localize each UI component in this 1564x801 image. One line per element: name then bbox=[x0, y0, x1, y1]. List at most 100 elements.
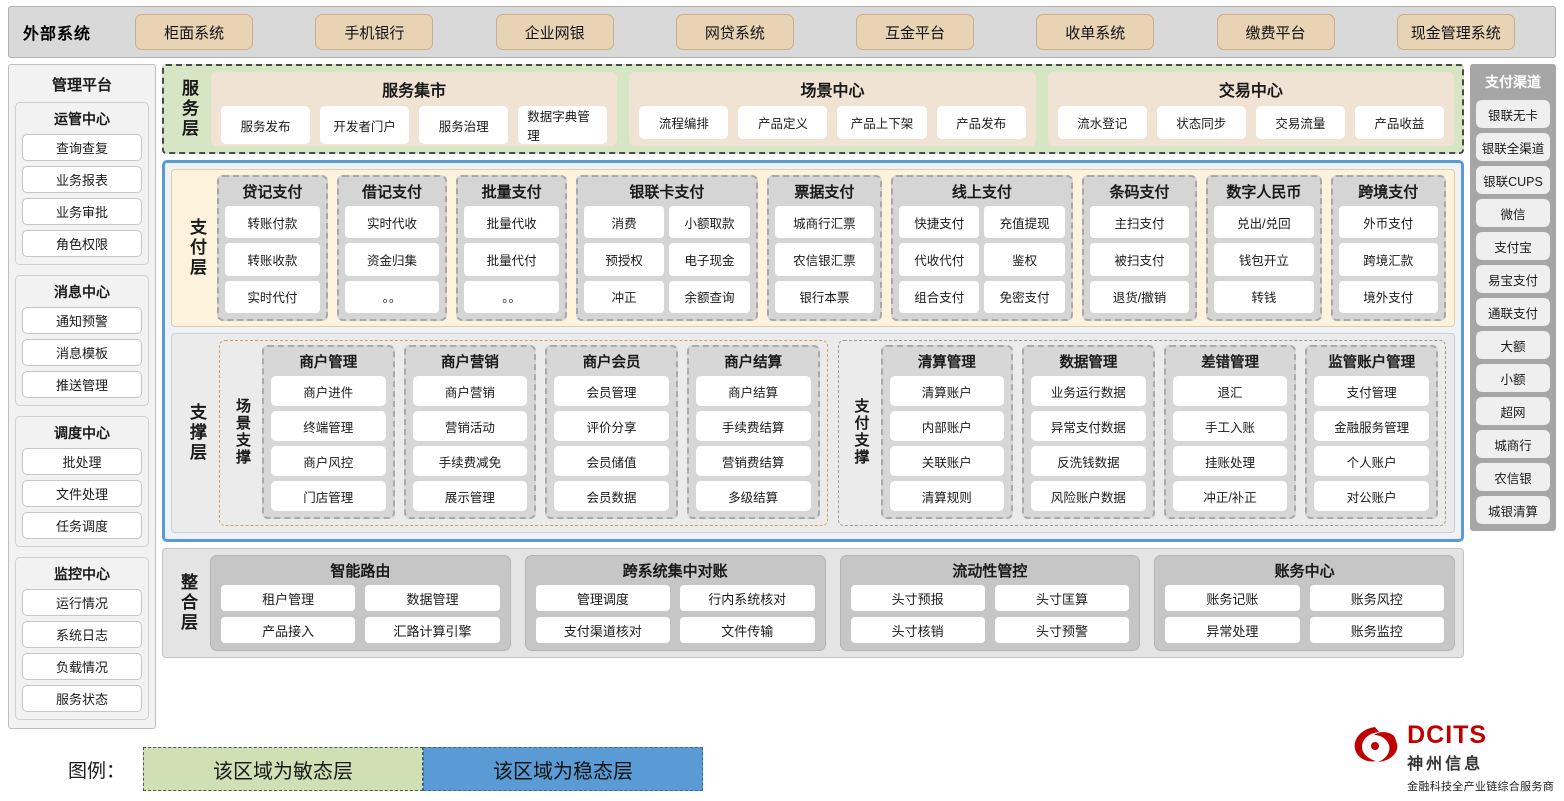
integration-cell-2-2[interactable]: 头寸核销 bbox=[850, 617, 985, 643]
payment-channel-item-5[interactable]: 易宝支付 bbox=[1476, 265, 1550, 293]
payment-channel-item-11[interactable]: 农信银 bbox=[1476, 463, 1550, 491]
payment-cell-5-0[interactable]: 快捷支付 bbox=[899, 206, 980, 239]
payment-cell-5-2[interactable]: 代收代付 bbox=[899, 243, 980, 276]
payment-cell-8-1[interactable]: 跨境汇款 bbox=[1338, 243, 1438, 276]
payment-cell-2-1[interactable]: 批量代付 bbox=[464, 243, 560, 276]
support-cell-1-2-3[interactable]: 冲正/补正 bbox=[1172, 481, 1288, 511]
payment-channel-item-1[interactable]: 银联全渠道 bbox=[1476, 133, 1550, 161]
management-item-2-1[interactable]: 文件处理 bbox=[22, 480, 142, 507]
payment-cell-8-0[interactable]: 外币支付 bbox=[1338, 206, 1438, 239]
support-cell-0-1-2[interactable]: 手续费减免 bbox=[412, 446, 528, 476]
external-system-chip-1[interactable]: 手机银行 bbox=[315, 14, 434, 50]
payment-cell-7-1[interactable]: 钱包开立 bbox=[1214, 243, 1314, 276]
management-item-1-0[interactable]: 通知预警 bbox=[22, 307, 142, 334]
integration-cell-0-1[interactable]: 数据管理 bbox=[365, 585, 500, 611]
payment-cell-1-2[interactable]: 。。 bbox=[344, 280, 440, 313]
support-cell-0-1-0[interactable]: 商户营销 bbox=[412, 376, 528, 406]
payment-channel-item-4[interactable]: 支付宝 bbox=[1476, 232, 1550, 260]
support-cell-0-1-3[interactable]: 展示管理 bbox=[412, 481, 528, 511]
payment-channel-item-0[interactable]: 银联无卡 bbox=[1476, 100, 1550, 128]
service-item-1-0[interactable]: 流程编排 bbox=[639, 106, 729, 139]
payment-channel-item-12[interactable]: 城银清算 bbox=[1476, 496, 1550, 524]
external-system-chip-0[interactable]: 柜面系统 bbox=[135, 14, 254, 50]
support-cell-1-0-1[interactable]: 内部账户 bbox=[889, 411, 1005, 441]
payment-cell-0-1[interactable]: 转账收款 bbox=[225, 243, 320, 276]
integration-cell-0-0[interactable]: 租户管理 bbox=[221, 585, 356, 611]
external-system-chip-6[interactable]: 缴费平台 bbox=[1216, 14, 1335, 50]
service-item-1-1[interactable]: 产品定义 bbox=[738, 106, 828, 139]
management-item-0-0[interactable]: 查询查复 bbox=[22, 134, 142, 161]
support-cell-1-0-2[interactable]: 关联账户 bbox=[889, 446, 1005, 476]
management-item-3-3[interactable]: 服务状态 bbox=[22, 685, 142, 712]
payment-cell-5-1[interactable]: 充值提现 bbox=[984, 206, 1065, 239]
service-item-2-3[interactable]: 产品收益 bbox=[1354, 106, 1444, 139]
support-cell-1-0-3[interactable]: 清算规则 bbox=[889, 481, 1005, 511]
payment-cell-3-0[interactable]: 消费 bbox=[584, 206, 665, 239]
payment-channel-item-2[interactable]: 银联CUPS bbox=[1476, 166, 1550, 194]
service-item-0-1[interactable]: 开发者门户 bbox=[320, 106, 410, 144]
payment-channel-item-8[interactable]: 小额 bbox=[1476, 364, 1550, 392]
payment-channel-item-9[interactable]: 超网 bbox=[1476, 397, 1550, 425]
payment-cell-3-3[interactable]: 电子现金 bbox=[669, 243, 750, 276]
support-cell-0-0-3[interactable]: 门店管理 bbox=[271, 481, 386, 511]
payment-cell-3-5[interactable]: 余额查询 bbox=[669, 280, 750, 313]
support-cell-1-3-2[interactable]: 个人账户 bbox=[1314, 446, 1429, 476]
payment-channel-item-3[interactable]: 微信 bbox=[1476, 199, 1550, 227]
payment-channel-item-10[interactable]: 城商行 bbox=[1476, 430, 1550, 458]
payment-cell-6-2[interactable]: 退货/撤销 bbox=[1089, 280, 1190, 313]
support-cell-1-2-2[interactable]: 挂账处理 bbox=[1172, 446, 1288, 476]
external-system-chip-5[interactable]: 收单系统 bbox=[1036, 14, 1155, 50]
service-item-2-1[interactable]: 状态同步 bbox=[1156, 106, 1246, 139]
service-item-0-0[interactable]: 服务发布 bbox=[221, 106, 311, 144]
support-cell-0-0-2[interactable]: 商户风控 bbox=[271, 446, 386, 476]
payment-cell-3-4[interactable]: 冲正 bbox=[584, 280, 665, 313]
support-cell-1-1-1[interactable]: 异常支付数据 bbox=[1031, 411, 1146, 441]
integration-cell-2-3[interactable]: 头寸预警 bbox=[994, 617, 1130, 643]
support-cell-1-3-1[interactable]: 金融服务管理 bbox=[1314, 411, 1429, 441]
integration-cell-1-0[interactable]: 管理调度 bbox=[535, 585, 671, 611]
integration-cell-0-2[interactable]: 产品接入 bbox=[221, 617, 356, 643]
payment-cell-3-1[interactable]: 小额取款 bbox=[669, 206, 750, 239]
integration-cell-1-2[interactable]: 支付渠道核对 bbox=[535, 617, 671, 643]
support-cell-0-0-1[interactable]: 终端管理 bbox=[271, 411, 386, 441]
payment-cell-2-0[interactable]: 批量代收 bbox=[464, 206, 560, 239]
management-item-0-2[interactable]: 业务审批 bbox=[22, 198, 142, 225]
service-item-1-3[interactable]: 产品发布 bbox=[936, 106, 1026, 139]
integration-cell-3-0[interactable]: 账务记账 bbox=[1165, 585, 1300, 611]
payment-cell-2-2[interactable]: 。。 bbox=[464, 280, 560, 313]
management-item-2-0[interactable]: 批处理 bbox=[22, 448, 142, 475]
integration-cell-2-0[interactable]: 头寸预报 bbox=[850, 585, 985, 611]
support-cell-1-2-1[interactable]: 手工入账 bbox=[1172, 411, 1288, 441]
service-item-0-3[interactable]: 数据字典管理 bbox=[518, 106, 608, 144]
management-item-0-1[interactable]: 业务报表 bbox=[22, 166, 142, 193]
payment-cell-7-2[interactable]: 转钱 bbox=[1214, 280, 1314, 313]
payment-channel-item-7[interactable]: 大额 bbox=[1476, 331, 1550, 359]
payment-cell-5-5[interactable]: 免密支付 bbox=[984, 280, 1065, 313]
management-item-1-1[interactable]: 消息模板 bbox=[22, 339, 142, 366]
payment-cell-5-4[interactable]: 组合支付 bbox=[899, 280, 980, 313]
payment-cell-4-0[interactable]: 城商行汇票 bbox=[774, 206, 875, 239]
service-item-2-2[interactable]: 交易流量 bbox=[1255, 106, 1345, 139]
payment-cell-0-2[interactable]: 实时代付 bbox=[225, 280, 320, 313]
support-cell-0-2-2[interactable]: 会员储值 bbox=[554, 446, 669, 476]
payment-cell-1-0[interactable]: 实时代收 bbox=[344, 206, 440, 239]
support-cell-1-3-3[interactable]: 对公账户 bbox=[1314, 481, 1429, 511]
integration-cell-2-1[interactable]: 头寸匡算 bbox=[994, 585, 1130, 611]
service-item-1-2[interactable]: 产品上下架 bbox=[837, 106, 927, 139]
support-cell-0-1-1[interactable]: 营销活动 bbox=[412, 411, 528, 441]
external-system-chip-2[interactable]: 企业网银 bbox=[495, 14, 614, 50]
external-system-chip-4[interactable]: 互金平台 bbox=[856, 14, 975, 50]
payment-cell-1-1[interactable]: 资金归集 bbox=[344, 243, 440, 276]
support-cell-0-3-1[interactable]: 手续费结算 bbox=[695, 411, 811, 441]
integration-cell-1-1[interactable]: 行内系统核对 bbox=[680, 585, 815, 611]
integration-cell-3-2[interactable]: 异常处理 bbox=[1165, 617, 1300, 643]
integration-cell-0-3[interactable]: 汇路计算引擎 bbox=[365, 617, 500, 643]
support-cell-0-3-0[interactable]: 商户结算 bbox=[695, 376, 811, 406]
integration-cell-1-3[interactable]: 文件传输 bbox=[680, 617, 815, 643]
management-item-3-0[interactable]: 运行情况 bbox=[22, 589, 142, 616]
support-cell-1-3-0[interactable]: 支付管理 bbox=[1314, 376, 1429, 406]
support-cell-1-1-0[interactable]: 业务运行数据 bbox=[1031, 376, 1146, 406]
integration-cell-3-1[interactable]: 账务风控 bbox=[1309, 585, 1444, 611]
service-item-2-0[interactable]: 流水登记 bbox=[1057, 106, 1147, 139]
payment-cell-8-2[interactable]: 境外支付 bbox=[1338, 280, 1438, 313]
